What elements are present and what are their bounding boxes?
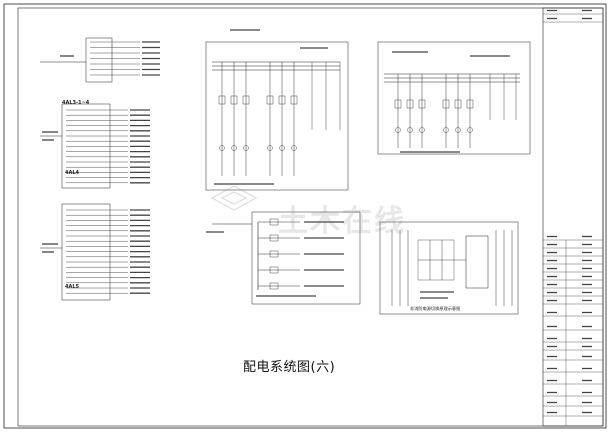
panel-label-4al3: 4AL3-1~4 xyxy=(62,100,90,106)
title-block-grid xyxy=(543,9,603,426)
ct-coil xyxy=(243,145,249,151)
ats-unit xyxy=(465,235,489,289)
ct-coil xyxy=(419,127,425,133)
schematic-top-center xyxy=(205,29,349,191)
watermark-text: 土木在线 xyxy=(278,204,406,239)
schematic-top-right xyxy=(377,41,531,155)
contactor xyxy=(442,99,450,109)
breaker xyxy=(269,266,279,274)
contactor xyxy=(278,95,286,105)
schematic-center-lower xyxy=(206,211,361,305)
title-block-frame xyxy=(542,7,604,427)
panel-label-4al5: 4AL5 xyxy=(65,284,80,290)
contactor xyxy=(418,99,426,109)
contactor xyxy=(466,99,474,109)
ct-coil xyxy=(395,127,401,133)
breaker xyxy=(269,250,279,258)
ct-coil xyxy=(291,145,297,151)
schematic-transfer-switch xyxy=(379,221,519,315)
breaker xyxy=(269,234,279,242)
ct-coil xyxy=(231,145,237,151)
ct-coil xyxy=(455,127,461,133)
panel-label-4al4: 4AL4 xyxy=(65,170,80,176)
panel-4al3 xyxy=(40,37,160,83)
panel-4al4 xyxy=(40,103,150,189)
ct-coil xyxy=(407,127,413,133)
ct-coil xyxy=(267,145,273,151)
ct-coil xyxy=(443,127,449,133)
breaker xyxy=(269,218,279,226)
breaker xyxy=(269,282,279,290)
ct-coil xyxy=(219,145,225,151)
contactor xyxy=(218,95,226,105)
ct-coil xyxy=(279,145,285,151)
outer-border xyxy=(3,3,607,429)
ct-coil xyxy=(467,127,473,133)
transfer-caption: 非消防电源切换原理示意图 xyxy=(410,306,461,311)
contactor xyxy=(230,95,238,105)
drawing-title: 配电系统图(六) xyxy=(243,360,336,375)
contactor xyxy=(406,99,414,109)
contactor xyxy=(242,95,250,105)
contactor xyxy=(394,99,402,109)
panel-4al5 xyxy=(40,203,150,301)
contactor xyxy=(266,95,274,105)
watermark-logo xyxy=(210,185,258,211)
contactor xyxy=(454,99,462,109)
contactor xyxy=(290,95,298,105)
